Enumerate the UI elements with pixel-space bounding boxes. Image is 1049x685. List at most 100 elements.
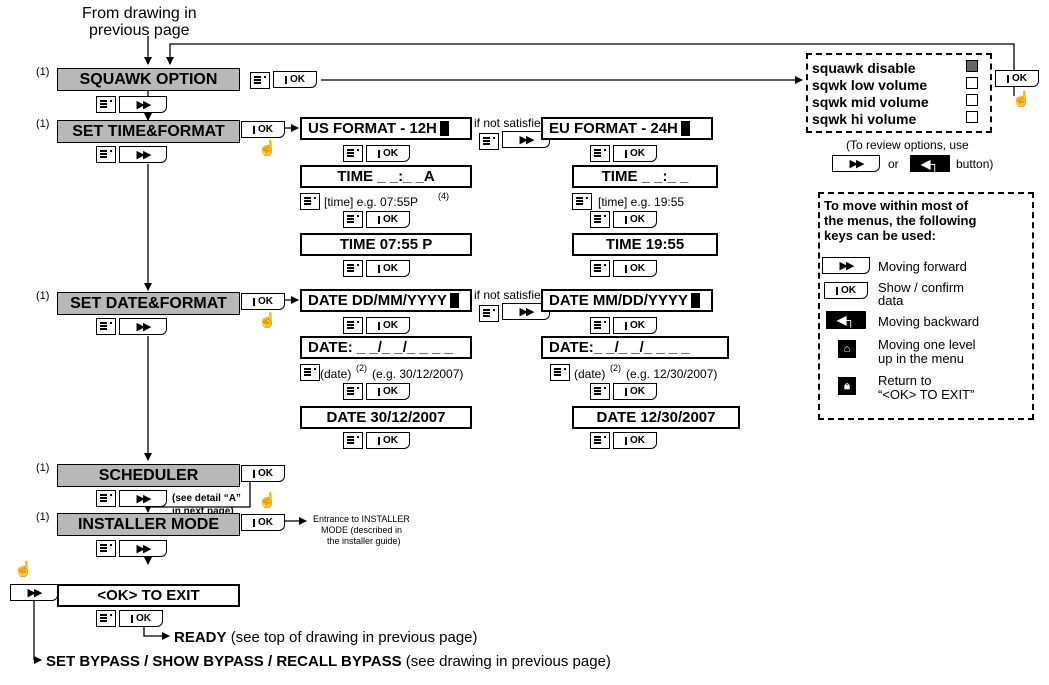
next-key[interactable]: ▶▶ xyxy=(119,318,167,335)
next-key[interactable]: ▶▶ xyxy=(119,96,167,113)
ok-key[interactable]: OK xyxy=(241,293,285,310)
menu-key-icon[interactable] xyxy=(343,260,363,277)
menu-key-icon[interactable] xyxy=(300,193,320,210)
ok-key[interactable]: OK xyxy=(241,121,285,138)
menu-key-icon[interactable] xyxy=(590,383,610,400)
ok-key[interactable]: OK xyxy=(613,432,657,449)
display-us-format: US FORMAT - 12H xyxy=(300,117,472,140)
ok-key[interactable]: OK xyxy=(613,383,657,400)
display-date-ddmm-prompt: DATE: _ _/_ _/_ _ _ _ xyxy=(300,336,472,359)
menu-key-icon[interactable] xyxy=(572,193,592,210)
hand-pointer-icon: ☝ xyxy=(258,492,277,509)
home-key-icon[interactable]: ⌂ xyxy=(838,340,856,358)
squawk-option-2-checkbox[interactable] xyxy=(966,77,978,89)
next-key[interactable]: ▶▶ xyxy=(119,540,167,557)
squawk-option-4-checkbox[interactable] xyxy=(966,111,978,123)
next-key[interactable]: ▶▶ xyxy=(119,490,167,507)
menu-installer-mode[interactable]: INSTALLER MODE xyxy=(57,513,240,536)
squawk-option-1[interactable]: squawk disable xyxy=(812,60,916,76)
back-key[interactable]: ◀┐ xyxy=(910,155,950,172)
menu-key-icon[interactable] xyxy=(590,145,610,162)
squawk-option-2[interactable]: sqwk low volume xyxy=(812,77,928,93)
back-key[interactable]: ◀┐ xyxy=(826,311,866,329)
ok-key[interactable]: OK xyxy=(366,145,410,162)
display-us-time-result: TIME 07:55 P xyxy=(300,233,472,256)
bypass-line: SET BYPASS / SHOW BYPASS / RECALL BYPASS… xyxy=(46,654,611,669)
footnote-marker: (1) xyxy=(36,290,50,302)
hand-pointer-icon: ☝ xyxy=(1012,91,1031,108)
date-mmdd-hint-b: (e.g. 12/30/2007) xyxy=(626,367,718,381)
ok-key[interactable]: OK xyxy=(613,145,657,162)
hand-pointer-icon: ☝ xyxy=(14,561,33,578)
menu-key-icon[interactable] xyxy=(590,317,610,334)
footnote-marker: (1) xyxy=(36,511,50,523)
legend-exit-label-1: Return to xyxy=(878,373,932,388)
squawk-option-4[interactable]: sqwk hi volume xyxy=(812,111,917,127)
review-button-label: button) xyxy=(956,157,994,171)
ok-key[interactable]: OK xyxy=(273,71,317,88)
menu-key-icon[interactable] xyxy=(96,540,116,557)
eu-time-hint: [time] e.g. 19:55 xyxy=(598,195,685,209)
menu-scheduler[interactable]: SCHEDULER xyxy=(57,464,240,487)
menu-key-icon[interactable] xyxy=(550,364,570,381)
next-key[interactable]: ▶▶ xyxy=(822,257,870,274)
squawk-options-box xyxy=(806,53,992,133)
menu-key-icon[interactable] xyxy=(343,145,363,162)
menu-set-date-format[interactable]: SET DATE&FORMAT xyxy=(57,292,240,315)
next-key[interactable]: ▶▶ xyxy=(832,155,880,172)
menu-key-icon[interactable] xyxy=(343,432,363,449)
ok-key[interactable]: OK xyxy=(613,317,657,334)
intro-line2: previous page xyxy=(89,22,190,39)
ok-key[interactable]: OK xyxy=(366,211,410,228)
hand-pointer-icon: ☝ xyxy=(258,140,277,157)
ok-key[interactable]: OK xyxy=(241,514,285,531)
menu-key-icon[interactable] xyxy=(343,383,363,400)
menu-key-icon[interactable] xyxy=(96,96,116,113)
legend-exit-label-2: “<OK> TO EXIT” xyxy=(878,387,975,402)
menu-key-icon[interactable] xyxy=(590,211,610,228)
next-key[interactable]: ▶▶ xyxy=(119,146,167,163)
menu-squawk-option[interactable]: SQUAWK OPTION xyxy=(57,68,240,91)
menu-key-icon[interactable] xyxy=(96,490,116,507)
ok-key[interactable]: OK xyxy=(613,260,657,277)
menu-key-icon[interactable] xyxy=(96,318,116,335)
ok-key[interactable]: OK xyxy=(366,383,410,400)
lock-key-icon[interactable]: 🔒︎ xyxy=(838,377,856,395)
ok-key[interactable]: OK xyxy=(995,70,1039,87)
next-key[interactable]: ▶▶ xyxy=(10,584,58,601)
ok-key[interactable]: OK xyxy=(366,432,410,449)
menu-key-icon[interactable] xyxy=(343,317,363,334)
ok-key[interactable]: OK xyxy=(366,317,410,334)
footnote-marker: (1) xyxy=(36,66,50,78)
display-date-mmdd-result: DATE 12/30/2007 xyxy=(572,406,740,429)
squawk-option-3-checkbox[interactable] xyxy=(966,94,978,106)
date-ddmm-hint-b: (e.g. 30/12/2007) xyxy=(372,367,464,381)
menu-set-time-format[interactable]: SET TIME&FORMAT xyxy=(57,120,240,143)
ok-key[interactable]: OK xyxy=(613,211,657,228)
hand-pointer-icon: ☝ xyxy=(258,312,277,329)
keys-legend-box xyxy=(818,192,1034,420)
footnote-marker: (1) xyxy=(36,118,50,130)
squawk-option-3[interactable]: sqwk mid volume xyxy=(812,94,929,110)
review-or: or xyxy=(888,157,899,171)
legend-confirm-label-1: Show / confirm xyxy=(878,280,964,295)
menu-key-icon[interactable] xyxy=(590,432,610,449)
ok-key[interactable]: OK xyxy=(119,610,163,627)
next-key[interactable]: ▶▶ xyxy=(502,303,550,320)
date-ddmm-hint-a: (date) xyxy=(320,367,352,381)
menu-key-icon[interactable] xyxy=(300,364,320,381)
menu-key-icon[interactable] xyxy=(343,211,363,228)
menu-key-icon[interactable] xyxy=(250,72,270,89)
ok-key[interactable]: OK xyxy=(366,260,410,277)
menu-key-icon[interactable] xyxy=(479,133,499,150)
squawk-option-1-checkbox[interactable] xyxy=(966,60,978,72)
display-ok-to-exit: <OK> TO EXIT xyxy=(57,584,240,607)
date-mmdd-hint-a: (date) xyxy=(574,367,606,381)
menu-key-icon[interactable] xyxy=(96,146,116,163)
menu-key-icon[interactable] xyxy=(590,260,610,277)
installer-note-line3: the installer guide) xyxy=(327,536,401,546)
menu-key-icon[interactable] xyxy=(96,610,116,627)
ok-key[interactable]: OK xyxy=(824,282,868,299)
menu-key-icon[interactable] xyxy=(479,305,499,322)
ok-key[interactable]: OK xyxy=(241,465,285,482)
